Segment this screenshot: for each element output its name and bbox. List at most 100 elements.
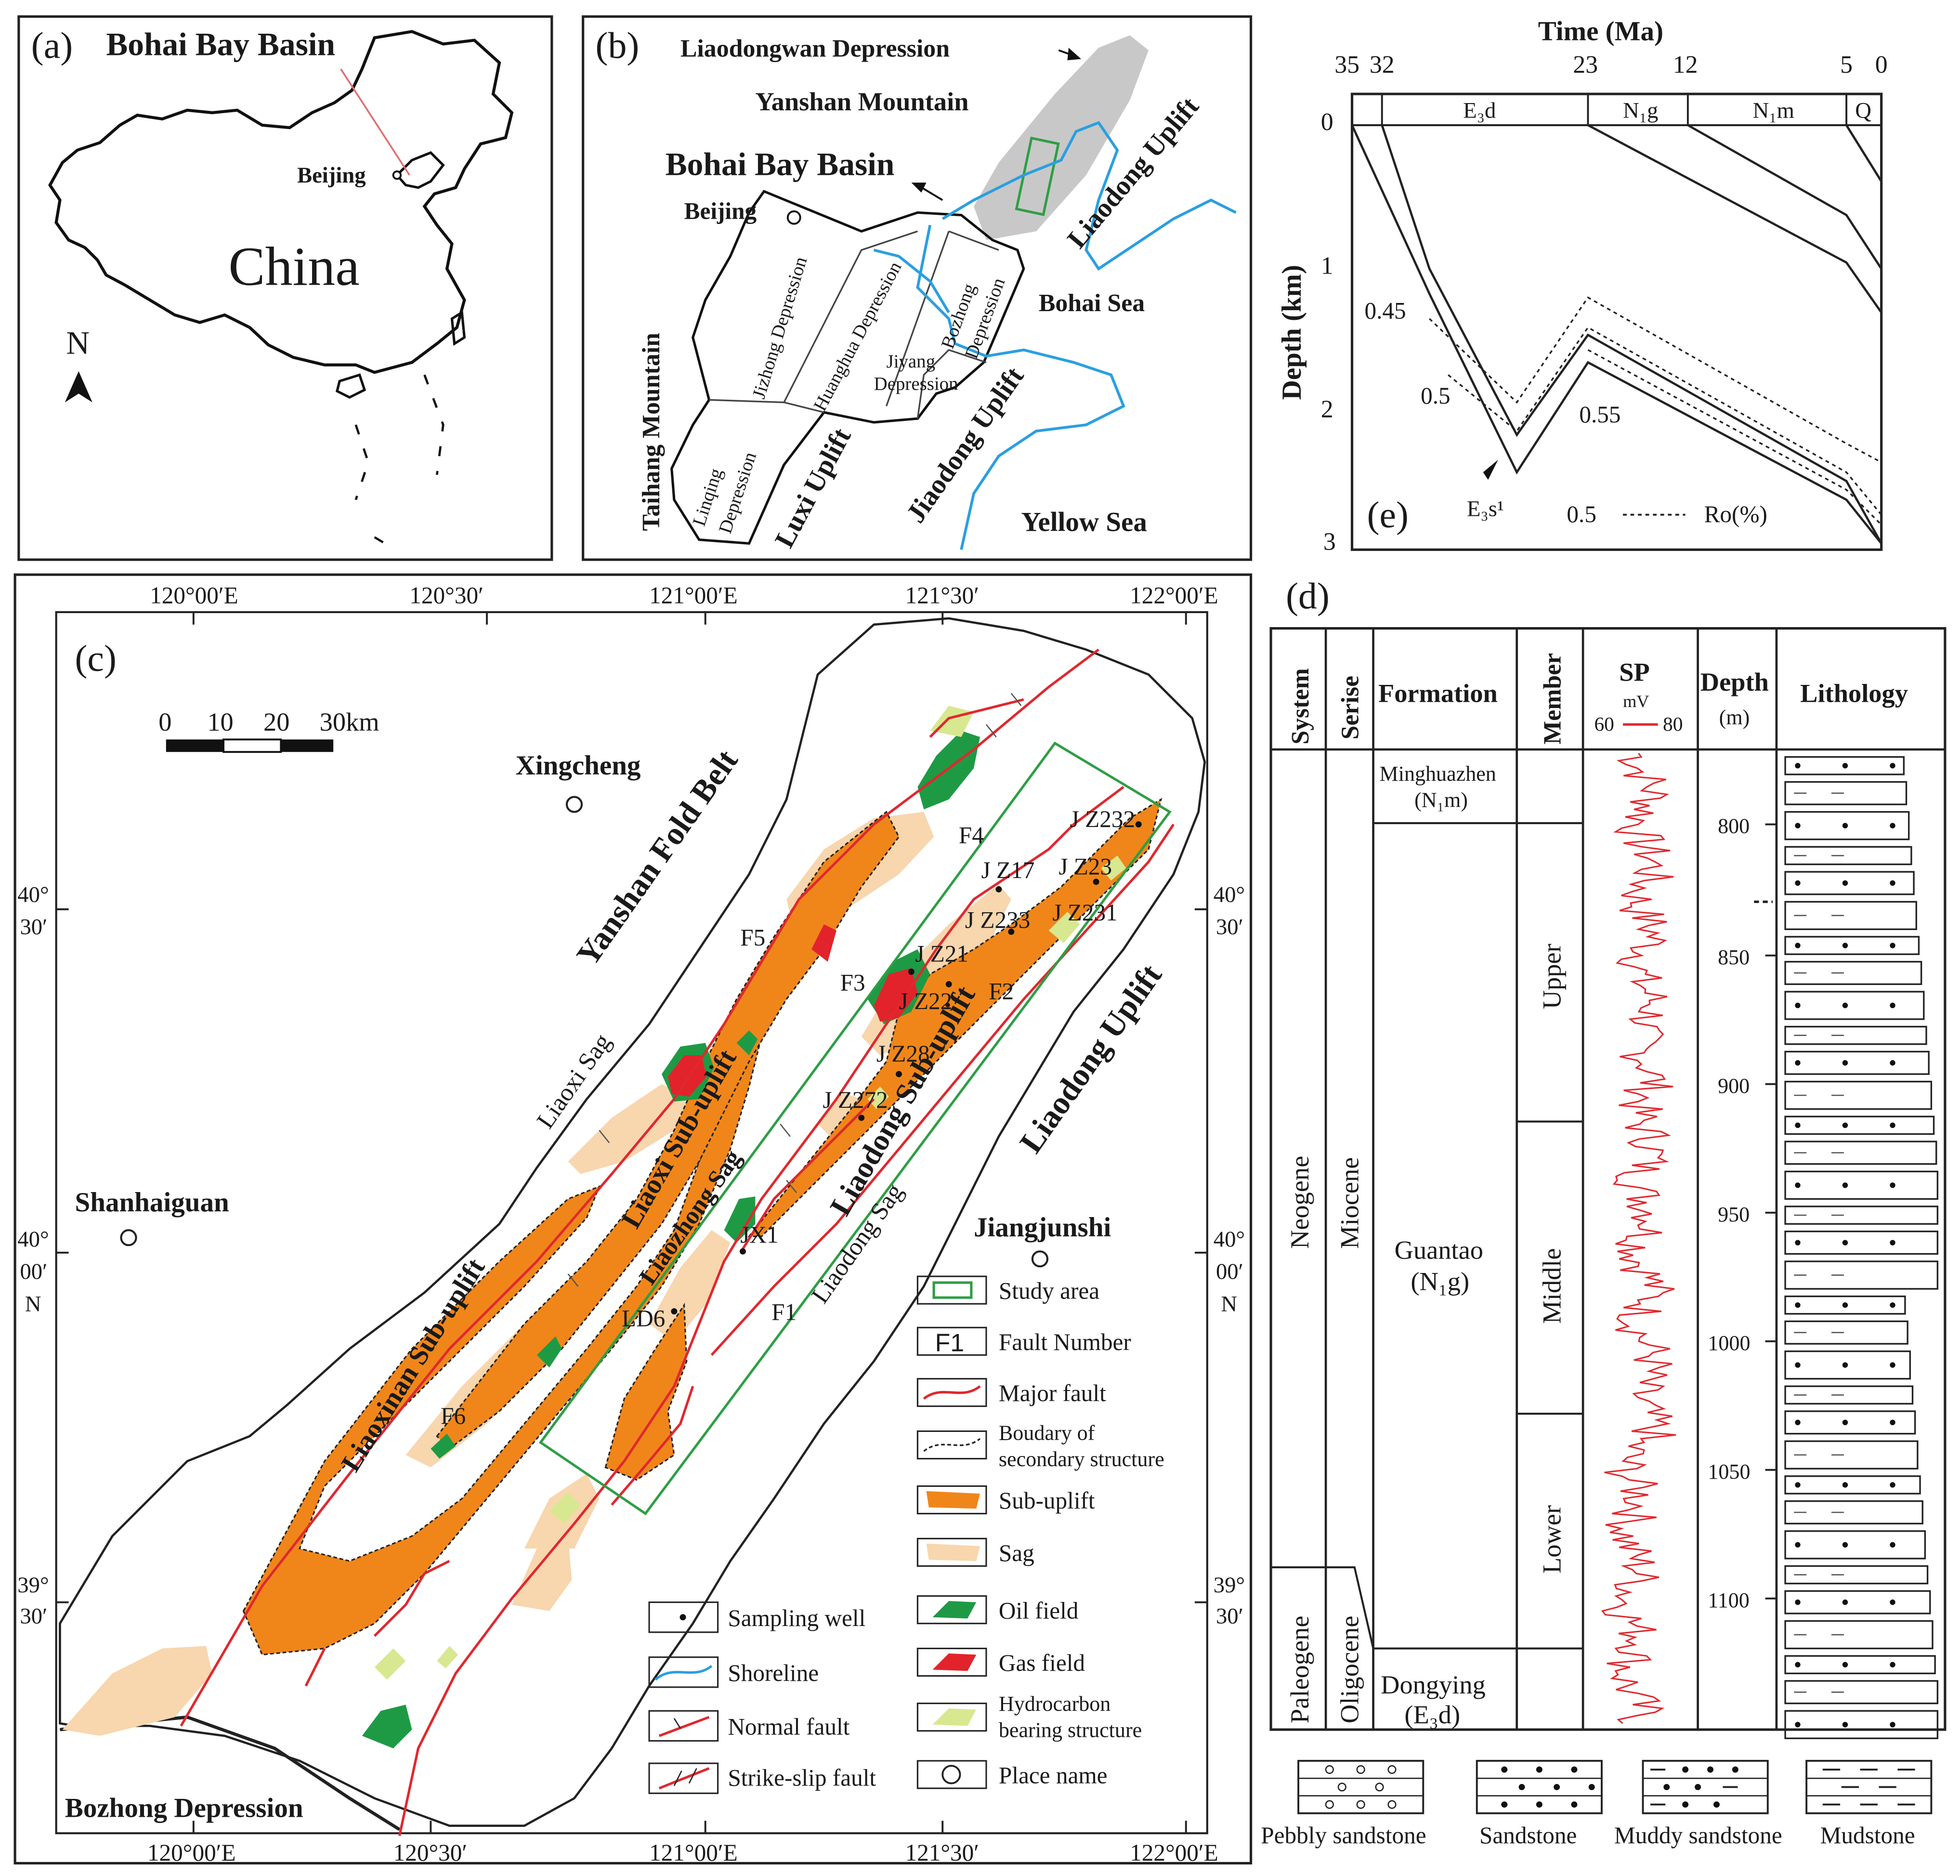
member-upper: Upper	[1537, 944, 1566, 1009]
lith-bed	[1784, 936, 1920, 955]
legend-hc-2: bearing structure	[999, 1719, 1142, 1742]
formation-guantao-code: (N₁g)	[1411, 1267, 1469, 1296]
legend-strike-swatch	[648, 1762, 719, 1794]
legend-boundary-line	[923, 1438, 981, 1452]
lith-bed	[1784, 756, 1905, 775]
well-jz22-dot	[945, 981, 952, 987]
beijing-dot-b	[786, 210, 801, 225]
lith-bed	[1784, 1410, 1916, 1435]
lith-grain	[1890, 943, 1895, 948]
lith-grain	[1890, 823, 1895, 828]
depth-tick-1: 1	[1321, 252, 1333, 279]
lith-grain	[1795, 880, 1801, 886]
legend-shoreline-line	[654, 1665, 713, 1681]
panel-a-label: (a)	[31, 25, 73, 66]
lith-sand-label: Sandstone	[1479, 1822, 1577, 1849]
panel-c-label: (c)	[75, 638, 117, 679]
bohai-basin-label-b: Bohai Bay Basin	[666, 146, 895, 183]
formation-minghuazhen-code: (N₁m)	[1414, 788, 1468, 812]
depth-axis-title: Depth (km)	[1277, 265, 1307, 400]
legend-study-area: Study area	[999, 1278, 1099, 1304]
place-bozhong: Bozhong Depression	[65, 1793, 303, 1824]
china-label: China	[228, 236, 359, 297]
header-lithology: Lithology	[1800, 679, 1908, 708]
map-legend-left: Sampling well Shoreline Normal fault Str…	[648, 1601, 876, 1794]
lith-bed	[1784, 1475, 1921, 1495]
ro-045-iso	[1429, 296, 1882, 463]
bohai-sea-label: Bohai Sea	[1039, 289, 1145, 317]
lith-grain	[1842, 1060, 1848, 1066]
label-liaoxinan-sub: Liaoxinan Sub-uplift	[335, 1253, 491, 1477]
lat-right-0-min: 30′	[1216, 915, 1243, 940]
header-depth: Depth	[1700, 667, 1769, 696]
lith-bed	[1784, 846, 1912, 866]
lat-right-1-n: N	[1221, 1292, 1237, 1317]
liaodongwan-arrow-head	[1067, 48, 1081, 61]
legend-hc-fill	[932, 1708, 977, 1726]
well-jx1: JX1	[740, 1221, 778, 1248]
taihang-label: Taihang Mountain	[638, 333, 665, 531]
unit-q: Q	[1855, 98, 1871, 123]
basin-outline	[670, 190, 1025, 545]
depth-1100: 1100	[1708, 1588, 1750, 1612]
lon-bot-2: 121°00′E	[649, 1839, 738, 1866]
header-depth-unit: (m)	[1719, 706, 1750, 729]
major-faults	[180, 648, 1175, 1836]
shoreline-b	[873, 121, 1237, 550]
legend-gas-swatch	[916, 1647, 987, 1677]
well-jx1-dot	[739, 1248, 746, 1255]
place-jiangjunshi: Jiangjunshi	[974, 1212, 1111, 1243]
formation-dongying-code: (E₃d)	[1404, 1700, 1460, 1729]
panel-d-label: (d)	[1286, 575, 1330, 617]
legend-subuplift: Sub-uplift	[999, 1487, 1095, 1514]
ro-label-055: 0.55	[1579, 401, 1620, 428]
series-divider	[1326, 1566, 1374, 1649]
header-sp-unit: mV	[1623, 692, 1649, 711]
yanshan-label: Yanshan Mountain	[755, 87, 968, 116]
lon-top-4: 122°00′E	[1130, 582, 1218, 609]
south-sea-dashes	[354, 374, 444, 546]
lith-bed	[1784, 1680, 1939, 1705]
panel-c-study-map: (c) 120°00′E 120°30′ 121°00′E 121°30′ 12…	[13, 573, 1253, 1866]
lith-bed	[1784, 1206, 1939, 1225]
lith-bed	[1784, 1231, 1939, 1255]
legend-place-swatch	[916, 1760, 987, 1789]
legend-subuplift-swatch	[916, 1485, 987, 1515]
lith-grain	[1795, 1060, 1801, 1066]
china-coast-detail	[395, 151, 445, 189]
panel-e-burial-history: Time (Ma) 35 32 23 12 5 0 E₃d N₁g N₁m Q …	[1277, 16, 1887, 556]
panel-a-title: Bohai Bay Basin	[106, 26, 335, 63]
unit-e3d: E₃d	[1463, 98, 1496, 123]
lith-grain	[1795, 1419, 1801, 1426]
lith-bed	[1784, 1320, 1908, 1345]
lith-muddy-box	[1642, 1759, 1769, 1814]
lith-grain	[1842, 1482, 1848, 1488]
gas-field-3	[811, 924, 836, 962]
lith-bed	[1784, 961, 1922, 985]
lith-grain	[1890, 1302, 1895, 1308]
legend-shoreline-swatch	[648, 1656, 719, 1688]
lith-grain	[1890, 1182, 1895, 1188]
burial-line-e3d-top	[1381, 125, 1882, 544]
subuplift-ld6	[604, 1302, 688, 1481]
header-sp-max: 80	[1663, 713, 1683, 735]
panel-c-outer-frame	[13, 573, 1253, 1865]
burial-line-q	[1845, 124, 1882, 182]
jiyang-label-1: Jiyang	[887, 351, 936, 372]
hc-structure-2	[1048, 912, 1080, 943]
lith-bed	[1784, 1385, 1914, 1405]
lithology-legend: Pebbly sandstone Sandstone Muddy sandsto…	[1261, 1759, 1933, 1849]
lith-grain	[1842, 1542, 1848, 1548]
time-tick-12: 12	[1673, 51, 1698, 79]
lith-grain	[1795, 1182, 1801, 1188]
subuplift-liaoxinan	[242, 1034, 763, 1656]
lith-grain	[1795, 1362, 1801, 1368]
luxi-label: Luxi Uplift	[769, 423, 857, 553]
header-member: Member	[1539, 653, 1566, 745]
well-jz28-dot	[896, 1071, 902, 1077]
legend-boundary-1: Boudary of	[999, 1421, 1095, 1445]
sag-ld6	[649, 1230, 731, 1343]
well-jz272: J Z272	[823, 1087, 888, 1113]
lith-bed	[1784, 1170, 1939, 1200]
lat-left-1-min: 00′	[20, 1259, 47, 1284]
